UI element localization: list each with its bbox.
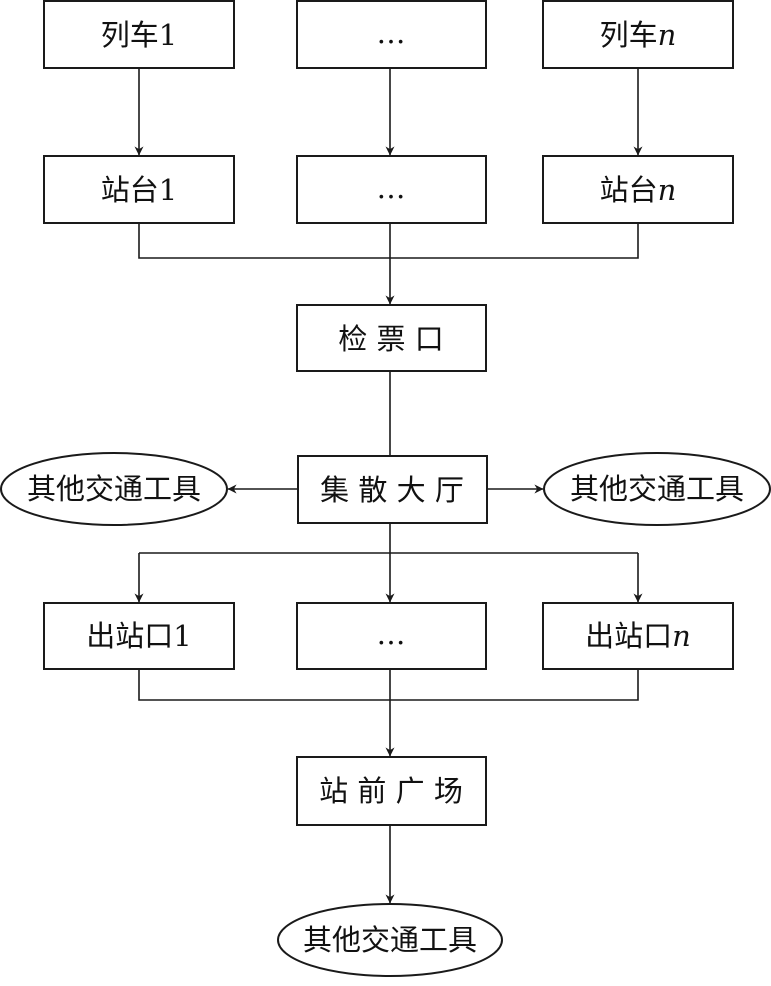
other-transport-left-ellipse: 其他交通工具 xyxy=(0,452,228,526)
train-1-number: 1 xyxy=(159,18,177,52)
other-transport-right-ellipse: 其他交通工具 xyxy=(543,452,771,526)
exit-1-number: 1 xyxy=(173,619,191,653)
train-1-box: 列车1 xyxy=(43,0,235,69)
platform-1-box: 站台1 xyxy=(43,155,235,224)
exit-ellipsis-box: … xyxy=(296,602,487,670)
exit-1-box: 出站口1 xyxy=(43,602,235,670)
train-n-box: 列车n xyxy=(542,0,734,69)
concourse-label: 集 散 大 厅 xyxy=(320,473,464,507)
platforms-merge-line xyxy=(138,223,639,259)
svg-text:列车n: 列车n xyxy=(600,18,677,52)
ticket-gate-box: 检 票 口 xyxy=(296,304,487,372)
ticket-gate-label: 检 票 口 xyxy=(338,322,443,356)
platform-n-box: 站台n xyxy=(542,155,734,224)
svg-text:列车1: 列车1 xyxy=(101,18,177,52)
platform-n-label: 站台 xyxy=(600,173,658,207)
platform-1-label: 站台 xyxy=(101,173,159,207)
train-n-label: 列车 xyxy=(600,18,658,52)
exits-merge-line xyxy=(138,669,639,701)
platform-n-number: n xyxy=(658,173,677,207)
svg-text:出站口n: 出站口n xyxy=(585,619,691,653)
other-transport-bottom-label: 其他交通工具 xyxy=(303,923,477,957)
exit-ellipsis-label: … xyxy=(377,617,406,651)
edges xyxy=(134,68,643,904)
platform-1-number: 1 xyxy=(159,173,177,207)
svg-text:站台n: 站台n xyxy=(600,173,677,207)
exit-n-number: n xyxy=(672,619,691,653)
other-transport-left-label: 其他交通工具 xyxy=(27,472,201,506)
train-n-number: n xyxy=(658,18,677,52)
svg-text:站台1: 站台1 xyxy=(101,173,177,207)
exit-n-label: 出站口 xyxy=(585,619,672,653)
svg-text:出站口1: 出站口1 xyxy=(86,619,191,653)
train-ellipsis-label: … xyxy=(377,16,406,50)
platform-ellipsis-label: … xyxy=(377,171,406,205)
station-square-box: 站 前 广 场 xyxy=(296,756,487,826)
station-square-label: 站 前 广 场 xyxy=(319,774,463,808)
other-transport-bottom-ellipse: 其他交通工具 xyxy=(277,903,503,977)
exit-n-box: 出站口n xyxy=(542,602,734,670)
train-ellipsis-box: … xyxy=(296,0,487,69)
exit-1-label: 出站口 xyxy=(86,619,173,653)
concourse-box: 集 散 大 厅 xyxy=(297,455,488,524)
train-1-label: 列车 xyxy=(101,18,159,52)
other-transport-right-label: 其他交通工具 xyxy=(570,472,744,506)
platform-ellipsis-box: … xyxy=(296,155,487,224)
